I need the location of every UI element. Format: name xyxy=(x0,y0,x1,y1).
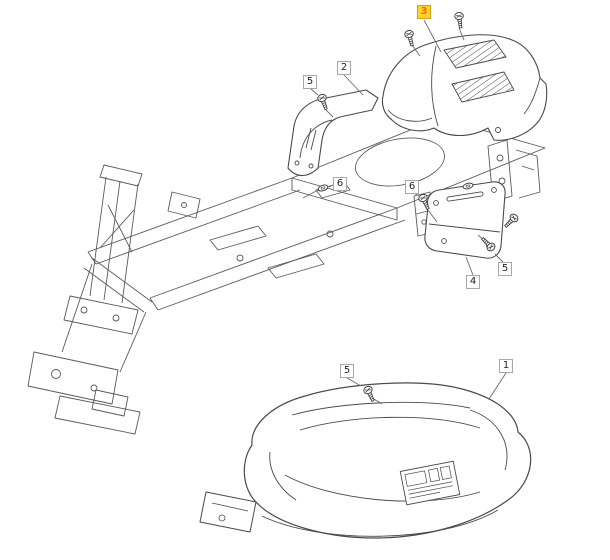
leader-lines xyxy=(302,19,507,405)
callout-part-5[interactable]: 5 xyxy=(498,262,512,276)
part-3-rear-cover xyxy=(381,34,548,141)
part-1-deck xyxy=(199,382,532,539)
callout-part-1[interactable]: 1 xyxy=(499,359,513,373)
screw-icon xyxy=(501,211,521,231)
deck-warning-label xyxy=(399,460,461,506)
screw-icon xyxy=(453,11,466,29)
callout-part-5[interactable]: 5 xyxy=(303,75,317,89)
callout-part-3[interactable]: 3 xyxy=(417,5,431,19)
callout-part-4[interactable]: 4 xyxy=(466,275,480,289)
callout-part-6[interactable]: 6 xyxy=(333,177,347,191)
callout-part-2[interactable]: 2 xyxy=(337,61,351,75)
callout-part-5[interactable]: 5 xyxy=(340,364,354,378)
screw-icon xyxy=(403,29,417,48)
part-2-bracket xyxy=(287,89,379,177)
clip-icon xyxy=(316,183,330,193)
callout-part-6[interactable]: 6 xyxy=(405,180,419,194)
chassis-frame xyxy=(27,117,546,435)
